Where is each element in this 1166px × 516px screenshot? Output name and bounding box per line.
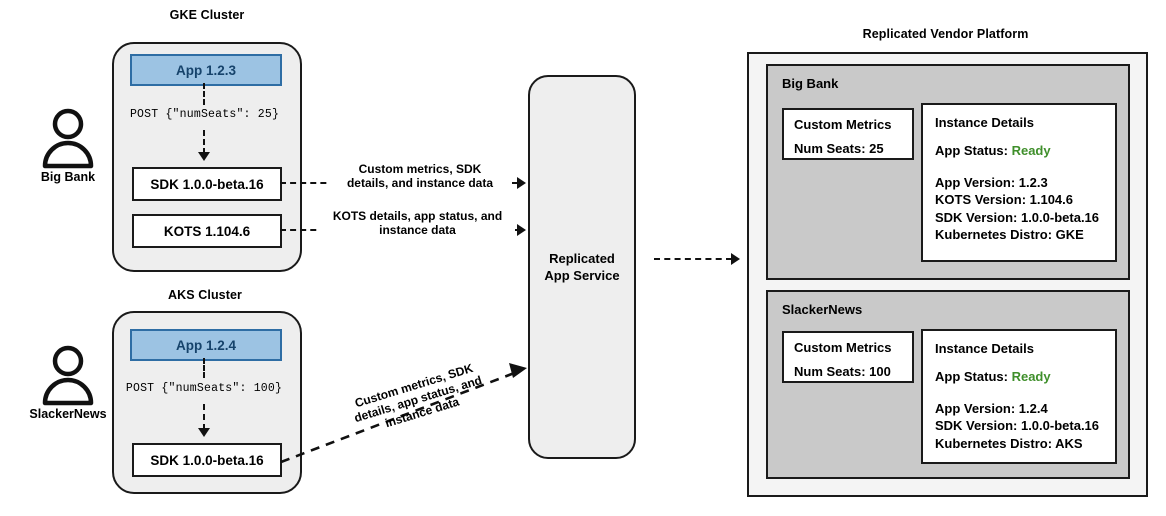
aks-sdk-flow-line <box>280 363 527 464</box>
detail-row: SDK Version: 1.0.0-beta.16 <box>935 418 1100 433</box>
detail-row: Kubernetes Distro: AKS <box>935 435 1083 451</box>
instance-details-heading: Instance Details <box>935 115 1034 130</box>
aks-sdk-box[interactable]: SDK 1.0.0-beta.16 <box>132 443 282 477</box>
gke-sdk-arrowhead <box>198 152 210 161</box>
status-badge: Ready <box>1011 143 1051 158</box>
replicated-app-service[interactable]: Replicated App Service <box>528 75 636 459</box>
aks-app-to-post-connector <box>203 358 205 378</box>
gke-kots-flow-label: KOTS details, app status, and instance d… <box>320 207 515 239</box>
gke-app-box[interactable]: App 1.2.3 <box>130 54 282 86</box>
detail-row: SDK Version: 1.0.0-beta.16 <box>935 209 1100 225</box>
gke-sdk-flow-label: Custom metrics, SDK details, and instanc… <box>330 160 510 192</box>
app-status-label: App Status: <box>935 369 1008 384</box>
custom-metrics-row: Num Seats: 100 <box>794 364 891 379</box>
aks-cluster-title: AKS Cluster <box>167 288 243 302</box>
platform-title: Replicated Vendor Platform <box>862 27 1029 41</box>
gke-kots-flow-arrowhead <box>517 224 526 236</box>
detail-row: KOTS Version: 1.104.6 <box>935 192 1074 207</box>
aks-post-to-sdk-connector <box>203 404 205 430</box>
gke-post-label: POST {"numSeats": 25} <box>129 108 280 121</box>
aks-app-box[interactable]: App 1.2.4 <box>130 329 282 361</box>
actor-label: Big Bank <box>40 170 96 184</box>
service-to-platform-line <box>654 258 732 260</box>
detail-row: App Version: 1.2.3 <box>935 174 1048 190</box>
actor-slackernews: SlackerNews <box>20 345 116 421</box>
detail-row: App Version: 1.2.4 <box>935 400 1048 416</box>
custom-metrics-card-slackernews: Custom Metrics Num Seats: 100 <box>782 331 914 383</box>
detail-row: Kubernetes Distro: GKE <box>935 227 1084 242</box>
user-icon <box>20 108 116 170</box>
app-status-row: App Status: Ready <box>935 142 1115 160</box>
custom-metrics-row: Num Seats: 25 <box>794 141 884 156</box>
gke-post-to-sdk-connector <box>203 130 205 154</box>
gke-kots-box[interactable]: KOTS 1.104.6 <box>132 214 282 248</box>
actor-label: SlackerNews <box>29 407 107 421</box>
actor-big-bank: Big Bank <box>20 108 116 184</box>
status-badge: Ready <box>1011 369 1051 384</box>
user-icon <box>20 345 116 407</box>
app-status-row: App Status: Ready <box>935 368 1115 386</box>
custom-metrics-card-big-bank: Custom Metrics Num Seats: 25 <box>782 108 914 160</box>
instance-details-heading: Instance Details <box>935 341 1034 356</box>
gke-cluster-title: GKE Cluster <box>169 8 245 22</box>
gke-app-to-post-connector <box>203 83 205 105</box>
gke-sdk-box[interactable]: SDK 1.0.0-beta.16 <box>132 167 282 201</box>
service-to-platform-arrowhead <box>731 253 740 265</box>
aks-post-label: POST {"numSeats": 100} <box>125 382 283 395</box>
instance-details-card-big-bank: Instance Details App Status: Ready App V… <box>921 103 1117 262</box>
app-status-label: App Status: <box>935 143 1008 158</box>
custom-metrics-heading: Custom Metrics <box>794 340 892 355</box>
tenant-name: Big Bank <box>782 76 839 91</box>
instance-details-card-slackernews: Instance Details App Status: Ready App V… <box>921 329 1117 464</box>
service-label: Replicated App Service <box>544 251 620 283</box>
gke-sdk-flow-arrowhead <box>517 177 526 189</box>
tenant-name: SlackerNews <box>782 302 863 317</box>
custom-metrics-heading: Custom Metrics <box>794 117 892 132</box>
aks-sdk-arrowhead <box>198 428 210 437</box>
